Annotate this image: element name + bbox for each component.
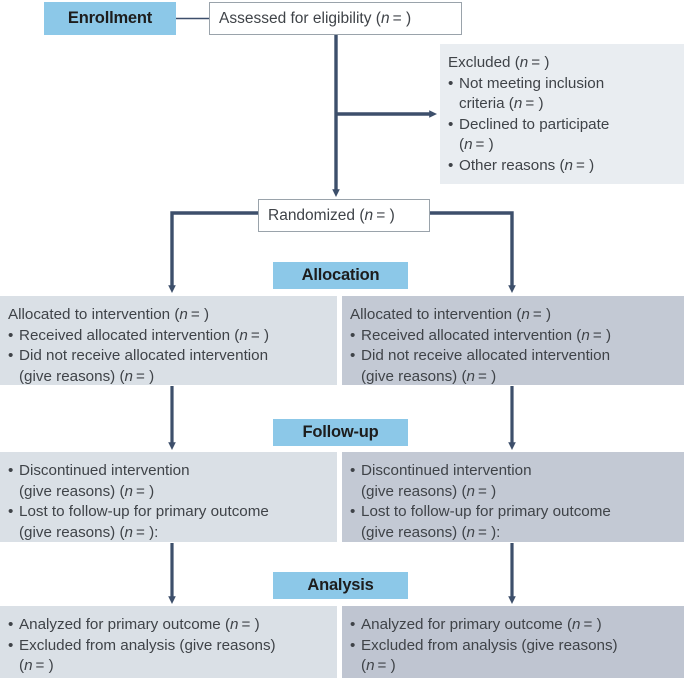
analysis-left-item-0-line1: Analyzed for primary outcome (n = ): [19, 616, 260, 633]
excluded-item-1-line1: Declined to participate: [459, 115, 610, 133]
list-item: Other reasons (n = ): [448, 156, 674, 177]
excluded-item-0-line2: criteria (n = ): [459, 95, 544, 112]
allocation-left-item-1-line1: Did not receive allocated intervention: [19, 347, 269, 364]
allocation-left-list: Received allocated intervention (n = ) D…: [8, 326, 327, 388]
stage-label-followup: Follow-up: [273, 419, 408, 446]
followup-left-item-1-line2: (give reasons) (n = ):: [19, 523, 159, 541]
node-analysis-left: Analyzed for primary outcome (n = ) Excl…: [0, 606, 337, 678]
followup-left-item-0-line1: Discontinued intervention: [19, 462, 190, 479]
connector-randomized-to-left-allocation: [168, 211, 258, 294]
excluded-reason-list: Not meeting inclusion criteria (n = ) De…: [448, 74, 674, 177]
followup-right-item-0-line1: Discontinued intervention: [361, 462, 532, 479]
followup-left-item-1-line1: Lost to follow-up for primary outcome: [19, 503, 269, 520]
list-item: Lost to follow-up for primary outcome (g…: [8, 502, 327, 543]
list-item: Did not receive allocated intervention (…: [350, 346, 674, 387]
node-allocation-right: Allocated to intervention (n = ) Receive…: [342, 296, 684, 385]
node-randomized: Randomized (n = ): [258, 199, 430, 232]
stage-label-analysis: Analysis: [273, 572, 408, 599]
randomized-label: Randomized (n = ): [268, 206, 395, 224]
allocation-right-item-0-line1: Received allocated intervention (n = ): [361, 326, 611, 344]
allocation-right-item-1-line1: Did not receive allocated intervention: [361, 347, 611, 364]
node-allocation-left: Allocated to intervention (n = ) Receive…: [0, 296, 337, 385]
list-item: Did not receive allocated intervention (…: [8, 346, 327, 387]
list-item: Not meeting inclusion criteria (n = ): [448, 74, 674, 115]
list-item: Excluded from analysis (give reasons) (n…: [8, 636, 327, 677]
excluded-item-0-line1: Not meeting inclusion: [459, 74, 605, 92]
excluded-heading: Excluded (n = ): [448, 54, 550, 71]
excluded-item-2-line1: Other reasons (n = ): [459, 156, 595, 174]
analysis-right-item-1-line2: (n = ): [361, 657, 396, 674]
connector-randomized-to-right-allocation: [430, 211, 516, 294]
list-item: Analyzed for primary outcome (n = ): [8, 615, 327, 636]
node-followup-right: Discontinued intervention (give reasons)…: [342, 452, 684, 542]
node-followup-left: Discontinued intervention (give reasons)…: [0, 452, 337, 542]
analysis-left-item-1-line1: Excluded from analysis (give reasons): [19, 636, 276, 654]
allocation-left-item-0-line1: Received allocated intervention (n = ): [19, 326, 269, 344]
list-item: Received allocated intervention (n = ): [8, 326, 327, 347]
list-item: Analyzed for primary outcome (n = ): [350, 615, 674, 636]
allocation-left-lead: Allocated to intervention (n = ): [8, 306, 210, 323]
node-analysis-right: Analyzed for primary outcome (n = ) Excl…: [342, 606, 684, 678]
stage-label-enrollment: Enrollment: [44, 2, 176, 35]
followup-left-list: Discontinued intervention (give reasons)…: [8, 461, 327, 543]
list-item: Excluded from analysis (give reasons) (n…: [350, 636, 674, 677]
list-item: Received allocated intervention (n = ): [350, 326, 674, 347]
followup-right-item-1-line2: (give reasons) (n = ):: [361, 523, 501, 541]
allocation-right-item-1-line2: (give reasons) (n = ): [361, 367, 497, 385]
followup-right-item-0-line2: (give reasons) (n = ): [361, 482, 497, 500]
assessed-label: Assessed for eligibility (n = ): [219, 9, 412, 27]
allocation-left-item-1-line2: (give reasons) (n = ): [19, 367, 155, 385]
analysis-right-item-0-line1: Analyzed for primary outcome (n = ): [361, 616, 602, 633]
followup-right-item-1-line1: Lost to follow-up for primary outcome: [361, 503, 611, 520]
analysis-right-list: Analyzed for primary outcome (n = ) Excl…: [350, 615, 674, 677]
excluded-item-1-line2: (n = ): [459, 136, 494, 153]
followup-right-list: Discontinued intervention (give reasons)…: [350, 461, 674, 543]
allocation-right-lead: Allocated to intervention (n = ): [350, 306, 552, 323]
analysis-left-list: Analyzed for primary outcome (n = ) Excl…: [8, 615, 327, 677]
analysis-left-item-1-line2: (n = ): [19, 657, 54, 674]
node-excluded: Excluded (n = ) Not meeting inclusion cr…: [440, 44, 684, 184]
analysis-right-item-1-line1: Excluded from analysis (give reasons): [361, 636, 618, 654]
node-assessed-for-eligibility: Assessed for eligibility (n = ): [209, 2, 462, 35]
list-item: Discontinued intervention (give reasons)…: [8, 461, 327, 502]
followup-left-item-0-line2: (give reasons) (n = ): [19, 482, 155, 500]
list-item: Declined to participate (n = ): [448, 115, 674, 156]
list-item: Discontinued intervention (give reasons)…: [350, 461, 674, 502]
stage-label-allocation: Allocation: [273, 262, 408, 289]
list-item: Lost to follow-up for primary outcome (g…: [350, 502, 674, 543]
allocation-right-list: Received allocated intervention (n = ) D…: [350, 326, 674, 388]
